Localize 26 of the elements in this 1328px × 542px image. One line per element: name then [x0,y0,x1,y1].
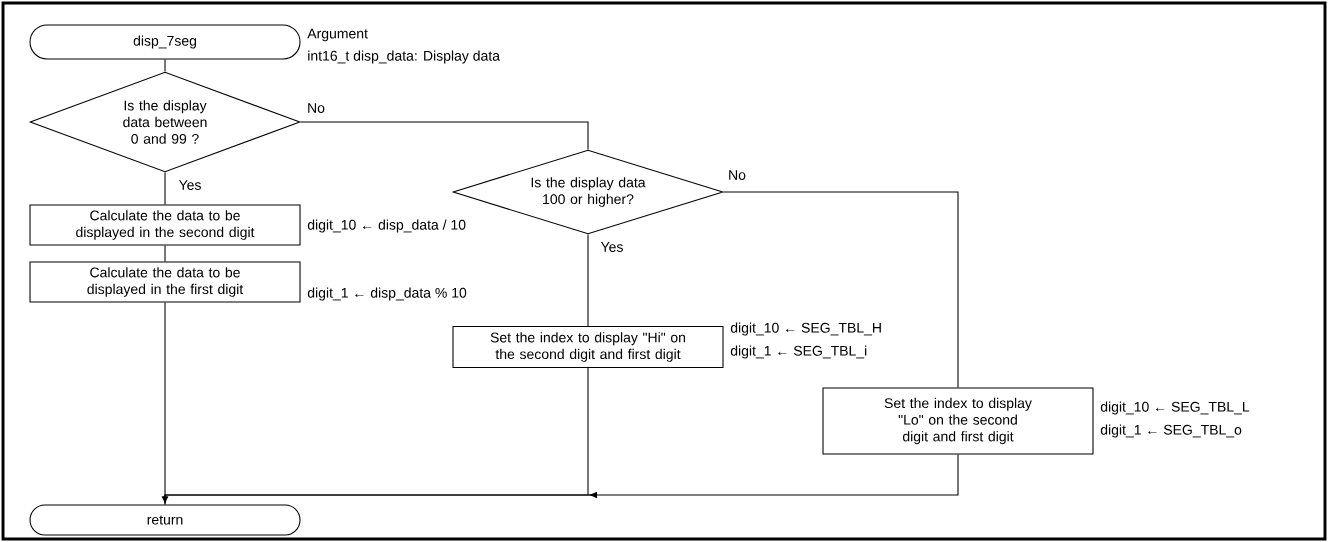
process-box: Calculate the data to be displayed in the second digit [29,204,301,246]
annotation-text: Argument [307,28,368,42]
edge-label: Yes [599,240,625,254]
terminal-box: return [29,504,301,536]
annotation-text: digit_1 ← SEG_TBL_o [1100,424,1242,438]
connector [587,234,589,327]
process-box: Calculate the data to be displayed in the first digit [29,261,301,303]
connector [164,172,166,205]
annotation-text: digit_1 ← SEG_TBL_i [730,345,867,359]
connector [162,454,959,503]
annotation-text: digit_10 ← disp_data / 10 [307,219,466,233]
annotation-text: digit_1 ← disp_data % 10 [307,287,467,301]
annotation-text: int16_t disp_data: Display data [308,50,500,64]
connector [164,302,166,505]
connector [164,245,166,262]
connector [164,59,166,72]
connector [300,121,589,150]
process-box: Set the index to display "Hi" on the second digit and first digit [452,325,724,369]
edge-label: No [305,101,327,115]
edge-label: Yes [177,178,203,192]
annotation-text: digit_10 ← SEG_TBL_L [1100,401,1250,415]
process-box: Set the index to display "Lo" on the second digit and first digit [822,387,1094,455]
terminal-box: disp_7seg [29,24,301,60]
connector [723,191,959,388]
edge-label: No [726,168,748,182]
annotation-text: digit_10 ← SEG_TBL_H [730,322,881,336]
